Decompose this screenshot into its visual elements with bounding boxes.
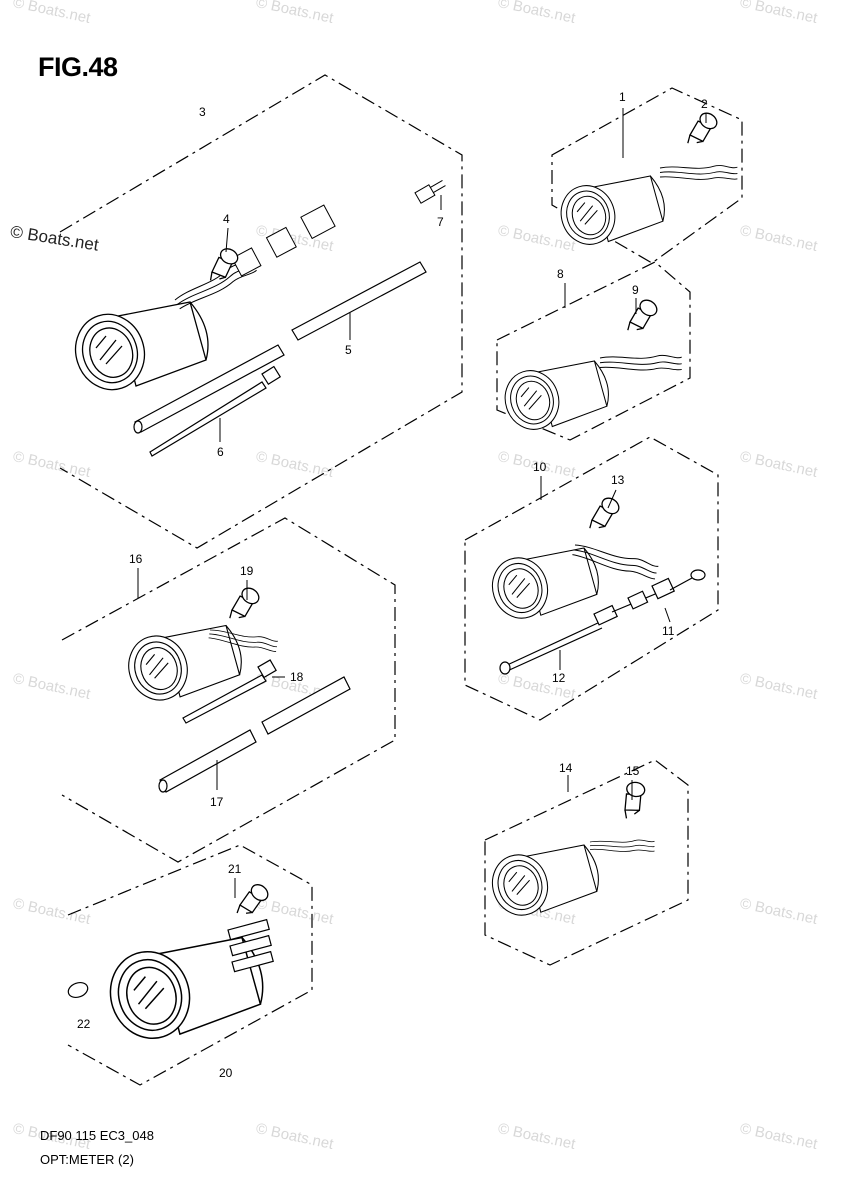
gauge-14 (484, 844, 599, 923)
tube-5 (133, 261, 427, 434)
harness-11-12 (499, 569, 706, 675)
group-frame-14 (484, 759, 689, 966)
callout-22: 22 (77, 1017, 91, 1031)
wires-14 (589, 839, 655, 852)
callout-2: 2 (701, 97, 708, 111)
gauge-16 (119, 624, 242, 709)
callout-9: 9 (632, 283, 639, 297)
group-frame-16 (61, 517, 396, 863)
callout-16: 16 (129, 552, 143, 566)
callouts: 1 2 3 4 5 6 7 8 9 10 11 12 13 14 15 16 1… (77, 90, 708, 1080)
gauge-8 (497, 360, 609, 437)
leader-lines (137, 108, 707, 898)
callout-10: 10 (533, 460, 547, 474)
group-frame-20 (67, 844, 313, 1086)
gauge-1 (553, 175, 665, 252)
bulb-holder-21 (227, 877, 276, 920)
callout-17: 17 (210, 795, 224, 809)
group-frame-3 (59, 74, 463, 549)
callout-15: 15 (626, 764, 640, 778)
group-frame-1 (551, 87, 743, 264)
bulb-holder-13 (579, 490, 628, 535)
callout-21: 21 (228, 862, 242, 876)
bulb-holder-19 (219, 580, 268, 625)
footer-code: DF90 115 EC3_048 (40, 1128, 154, 1143)
wires-8 (599, 354, 683, 371)
bulb-holder-9 (617, 292, 666, 337)
group-frame-8 (496, 261, 691, 441)
bulb-holder-2 (677, 105, 726, 150)
footer-description: OPT:METER (2) (40, 1152, 134, 1167)
callout-12: 12 (552, 671, 566, 685)
callout-19: 19 (240, 564, 254, 578)
callout-8: 8 (557, 267, 564, 281)
cable-tie-18 (182, 659, 277, 724)
callout-6: 6 (217, 445, 224, 459)
gauge-10 (484, 547, 599, 626)
callout-3: 3 (199, 105, 206, 119)
tube-17 (158, 676, 351, 793)
callout-11: 11 (662, 624, 675, 638)
cable-tie-6 (149, 365, 282, 457)
callout-14: 14 (559, 761, 573, 775)
connector-7 (414, 179, 446, 204)
callout-4: 4 (223, 212, 230, 226)
wires-1 (659, 165, 738, 180)
figure-title: FIG.48 (38, 52, 118, 82)
wire-harness-3 (173, 204, 336, 312)
group-frame-10 (464, 436, 719, 721)
callout-5: 5 (345, 343, 352, 357)
callout-7: 7 (437, 215, 444, 229)
callout-18: 18 (290, 670, 304, 684)
callout-20: 20 (219, 1066, 233, 1080)
callout-1: 1 (619, 90, 626, 104)
bulb-22 (67, 981, 89, 999)
wires-20 (227, 918, 274, 973)
gauge-3 (65, 301, 209, 400)
callout-13: 13 (611, 473, 625, 487)
